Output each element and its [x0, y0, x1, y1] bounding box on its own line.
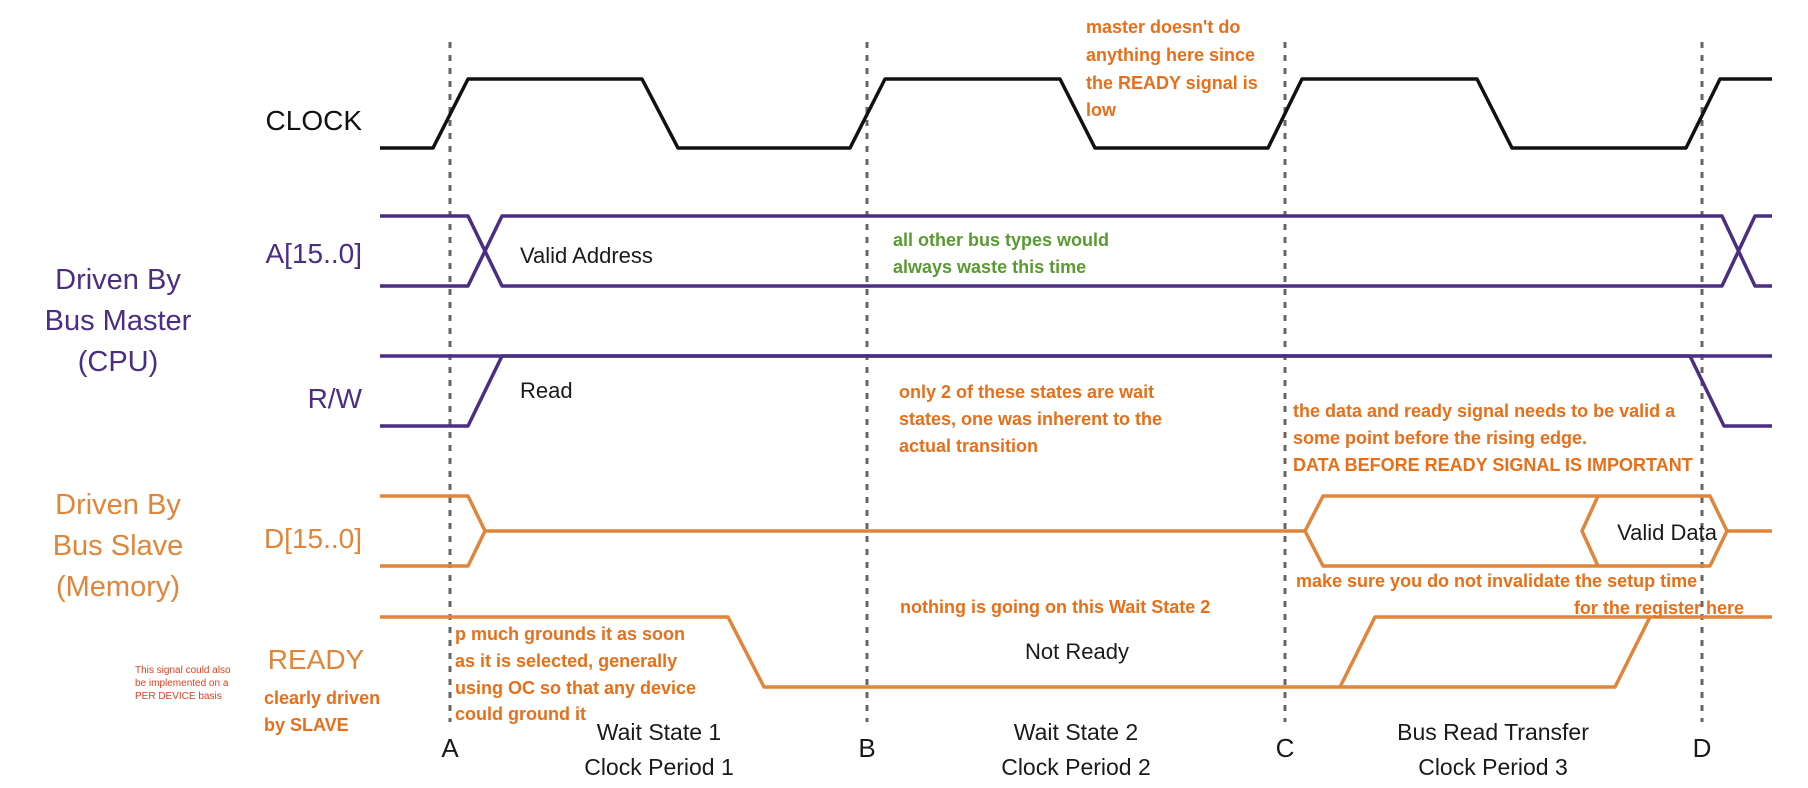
annotation-line: as it is selected, generally: [455, 651, 677, 671]
marker-d: D: [1693, 733, 1712, 763]
address-label: A[15..0]: [265, 238, 362, 269]
period-captions: Wait State 1 Clock Period 1 Wait State 2…: [584, 719, 1589, 780]
data-waveform: [380, 494, 1772, 568]
clock-label: CLOCK: [266, 105, 363, 136]
period-3-state: Bus Read Transfer: [1397, 719, 1589, 745]
valid-data-text: Valid Data: [1617, 520, 1718, 545]
annotation-master-ready: master doesn't do anything here since th…: [1086, 17, 1258, 120]
rw-label: R/W: [308, 383, 363, 414]
annotation-line: all other bus types would: [893, 230, 1109, 250]
rw-waveform: [380, 354, 1772, 428]
annotation-line: actual transition: [899, 436, 1038, 456]
annotation-line: p much grounds it as soon: [455, 624, 685, 644]
annotation-data-ready-valid: the data and ready signal needs to be va…: [1293, 401, 1693, 475]
annotation-line: could ground it: [455, 704, 586, 724]
address-waveform: [380, 214, 1772, 288]
bus-master-label-line: Bus Master: [45, 305, 192, 337]
read-text: Read: [520, 378, 573, 403]
annotation-line: by SLAVE: [264, 715, 349, 735]
annotation-line: This signal could also: [135, 665, 231, 676]
marker-letters: A B C D: [441, 733, 1711, 763]
annotation-line: DATA BEFORE READY SIGNAL IS IMPORTANT: [1293, 455, 1693, 475]
annotation-line: PER DEVICE basis: [135, 691, 222, 702]
annotation-per-device: This signal could also be implemented on…: [135, 665, 231, 702]
bus-slave-label-line: Driven By: [55, 489, 181, 521]
ready-waveform: [380, 615, 1772, 689]
annotation-ready-driver: clearly driven by SLAVE: [264, 688, 380, 735]
clock-waveform: [380, 77, 1772, 150]
annotation-line: for the register here: [1574, 598, 1744, 618]
annotation-line: master doesn't do: [1086, 17, 1240, 37]
period-2-state: Wait State 2: [1014, 719, 1138, 745]
bus-master-label-line: (CPU): [78, 346, 159, 378]
annotation-line: the data and ready signal needs to be va…: [1293, 401, 1676, 421]
annotation-line: the READY signal is: [1086, 73, 1258, 93]
annotation-line: make sure you do not invalidate the setu…: [1296, 571, 1697, 591]
not-ready-text: Not Ready: [1025, 639, 1129, 664]
annotation-line: always waste this time: [893, 257, 1086, 277]
annotation-line: anything here since: [1086, 45, 1255, 65]
annotation-setup-time: make sure you do not invalidate the setu…: [1296, 571, 1744, 618]
annotation-line: using OC so that any device: [455, 678, 696, 698]
annotation-waste-time: all other bus types would always waste t…: [893, 230, 1109, 277]
period-3-label: Clock Period 3: [1418, 754, 1568, 780]
ready-label: READY: [268, 644, 365, 675]
annotation-line: be implemented on a: [135, 678, 229, 689]
annotation-line: only 2 of these states are wait: [899, 382, 1154, 402]
marker-b: B: [858, 733, 875, 763]
annotation-grounds: p much grounds it as soon as it is selec…: [455, 624, 696, 724]
bus-slave-label-line: Bus Slave: [53, 530, 184, 562]
annotation-line: clearly driven: [264, 688, 380, 708]
annotation-wait-states: only 2 of these states are wait states, …: [899, 382, 1162, 456]
period-2-label: Clock Period 2: [1001, 754, 1151, 780]
annotation-line: some point before the rising edge.: [1293, 428, 1587, 448]
marker-c: C: [1276, 733, 1295, 763]
annotation-line: low: [1086, 100, 1117, 120]
bus-slave-label-line: (Memory): [56, 571, 180, 603]
marker-a: A: [441, 733, 459, 763]
bus-master-group-label: Driven By Bus Master (CPU): [45, 264, 192, 378]
period-1-label: Clock Period 1: [584, 754, 734, 780]
bus-master-label-line: Driven By: [55, 264, 181, 296]
period-1-state: Wait State 1: [597, 719, 721, 745]
annotation-nothing-going-on: nothing is going on this Wait State 2: [900, 597, 1210, 617]
annotation-line: states, one was inherent to the: [899, 409, 1162, 429]
bus-slave-group-label: Driven By Bus Slave (Memory): [53, 489, 184, 603]
data-label: D[15..0]: [264, 523, 362, 554]
valid-address-text: Valid Address: [520, 243, 653, 268]
